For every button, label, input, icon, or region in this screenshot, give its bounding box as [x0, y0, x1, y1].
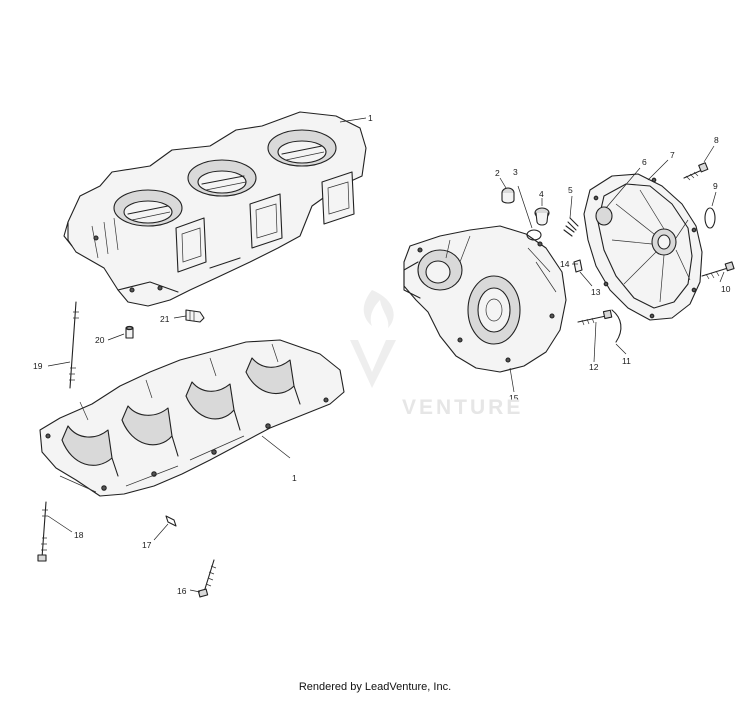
- watermark-text: VENTURE: [402, 396, 524, 419]
- callout-1-bottom: 1: [292, 473, 297, 483]
- callout-5: 5: [568, 185, 573, 195]
- upper-crankcase-half: [63, 111, 367, 307]
- callout-9: 9: [713, 181, 718, 191]
- callout-15: 15: [509, 393, 519, 403]
- callout-21: 21: [160, 314, 170, 324]
- bushing-part-2: [501, 187, 515, 204]
- leadventure-watermark-logo: [350, 290, 396, 388]
- callout-17: 17: [142, 540, 152, 550]
- dowel-part-17: [165, 515, 177, 527]
- plug-part-4: [534, 207, 550, 226]
- o-ring-part-9: [704, 207, 716, 229]
- callout-12: 12: [589, 362, 599, 372]
- gear-housing: [403, 225, 567, 373]
- callout-11: 11: [622, 356, 631, 366]
- callout-numbers: 1 1 2 3 4 5 6 7 8 9 10 11 12 13 14 15 16…: [33, 113, 731, 596]
- housing-cover: [583, 173, 703, 321]
- callout-13: 13: [591, 287, 601, 297]
- fitting-part-21: [185, 309, 205, 323]
- callout-18: 18: [74, 530, 84, 540]
- stud-part-16: [197, 559, 217, 598]
- stud-part-18: [37, 501, 48, 562]
- callout-6: 6: [642, 157, 647, 167]
- gasket-part-11: [611, 309, 622, 343]
- callout-20: 20: [95, 335, 105, 345]
- pin-part-14: [573, 259, 583, 273]
- callout-1-top: 1: [368, 113, 373, 123]
- lower-crankcase-half: [39, 339, 345, 497]
- footer-credit: Rendered by LeadVenture, Inc.: [298, 681, 452, 693]
- dowel-part-20: [125, 325, 134, 339]
- callout-2: 2: [495, 168, 500, 178]
- callout-4: 4: [539, 189, 544, 199]
- bolt-part-8: [683, 162, 709, 181]
- callout-8: 8: [714, 135, 719, 145]
- callout-16: 16: [177, 586, 187, 596]
- callout-7: 7: [670, 150, 675, 160]
- callout-10: 10: [721, 284, 731, 294]
- bolt-part-12: [577, 309, 613, 326]
- callout-19: 19: [33, 361, 43, 371]
- leader-lines: [47, 117, 725, 593]
- callout-3: 3: [513, 167, 518, 177]
- stud-part-19: [69, 301, 79, 389]
- spring-part-5: [563, 217, 579, 237]
- callout-14: 14: [560, 259, 570, 269]
- bolt-part-10: [701, 261, 735, 280]
- washer-part-3: [526, 229, 542, 241]
